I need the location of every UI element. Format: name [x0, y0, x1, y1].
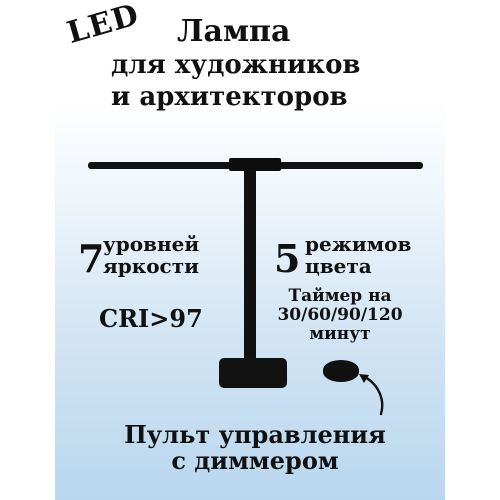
led-badge: LED [63, 0, 144, 51]
color-modes-label: режимов цвета [305, 233, 411, 277]
remote-caption-line-2: с диммером [171, 446, 339, 475]
brightness-label-line-2: яркости [103, 254, 199, 278]
lamp-pole [244, 170, 256, 360]
lamp-base [219, 358, 287, 388]
timer-line-1: Таймер на [288, 286, 392, 306]
color-modes-label-line-1: режимов [305, 232, 412, 256]
title-line-3: и архитекторов [111, 82, 348, 112]
timer-label: Таймер на 30/60/90/120 минут [265, 287, 415, 344]
product-card: LED Лампа для художников и архитекторов … [55, 0, 445, 500]
brightness-label: уровней яркости [103, 233, 199, 277]
remote-dimmer-icon [323, 360, 359, 382]
title-line-2: для художников [111, 50, 361, 80]
brightness-label-line-1: уровней [103, 232, 200, 256]
title-line-1: Лампа [177, 14, 291, 49]
timer-line-3: минут [309, 324, 371, 344]
color-modes-label-line-2: цвета [305, 254, 372, 278]
color-modes-number: 5 [274, 236, 301, 281]
timer-line-2: 30/60/90/120 [277, 305, 403, 325]
cri-label: CRI>97 [99, 304, 203, 333]
curved-arrow-icon [359, 374, 384, 416]
remote-caption: Пульт управления с диммером [115, 422, 395, 474]
remote-caption-line-1: Пульт управления [124, 420, 386, 449]
brightness-number: 7 [78, 236, 105, 281]
lamp-joint [229, 158, 281, 171]
